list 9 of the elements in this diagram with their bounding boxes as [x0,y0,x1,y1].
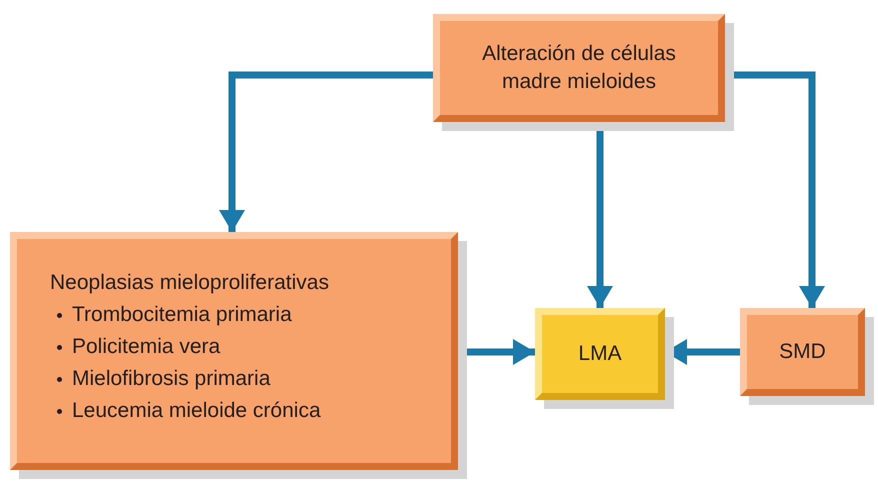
box-label: LMA [577,341,623,367]
list-item: Leucemia mieloide crónica [72,398,321,424]
box-heading: Neoplasias mieloproliferativas [50,270,329,296]
list-item: Policitemia vera [72,334,220,360]
box-label: SMD [778,339,827,365]
arrow [219,72,433,232]
list-item: Trombocitemia primaria [72,302,292,328]
list-item: Mielofibrosis primaria [72,366,270,392]
box-label: Alteración de células madre mieloides [481,41,677,95]
